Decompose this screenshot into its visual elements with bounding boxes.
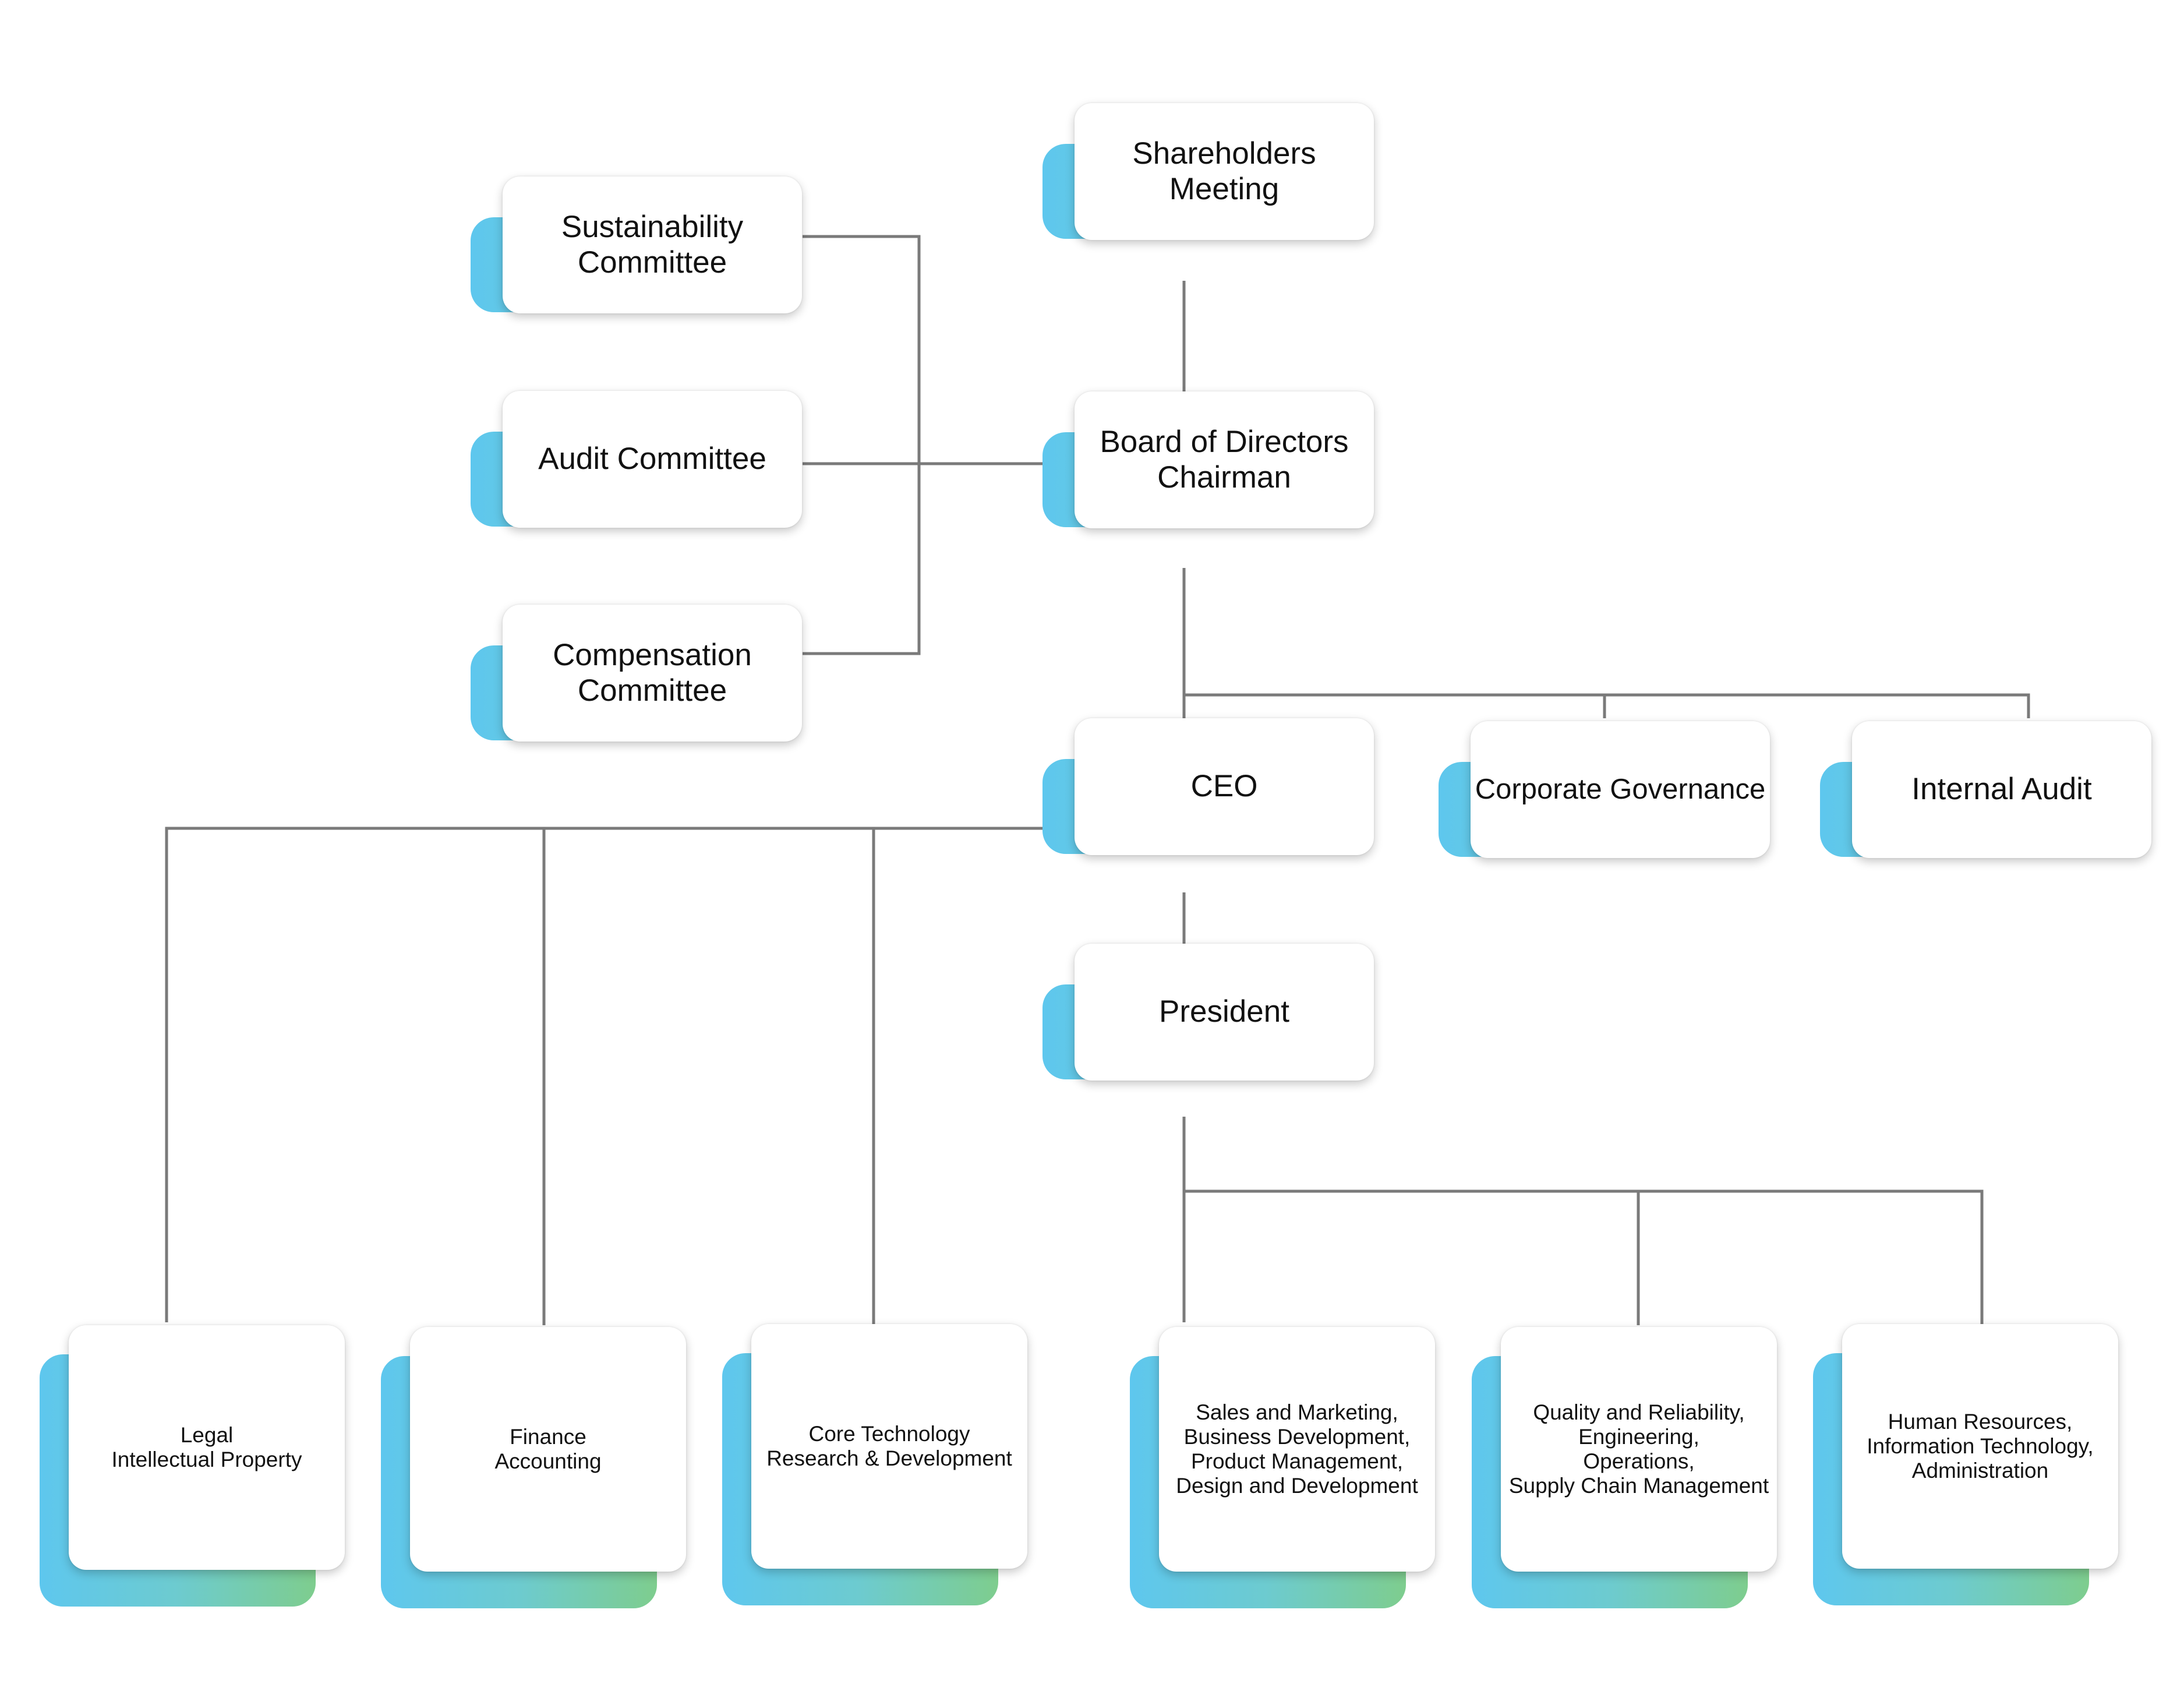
- board-label: Board of Directors Chairman: [1075, 391, 1374, 528]
- core-technology-label: Core Technology Research & Development: [751, 1324, 1027, 1569]
- line-committees: [803, 235, 1042, 655]
- compensation-committee-label: Compensation Committee: [503, 605, 802, 742]
- shareholders-label: Shareholders Meeting: [1075, 103, 1374, 240]
- internal-audit-label: Internal Audit: [1852, 721, 2151, 858]
- line-ceo-left: [165, 827, 1042, 1325]
- audit-committee-label: Audit Committee: [503, 391, 802, 528]
- human-resources-label: Human Resources, Information Technology,…: [1842, 1324, 2118, 1569]
- sustainability-committee-label: Sustainability Committee: [503, 176, 802, 313]
- finance-label: Finance Accounting: [410, 1327, 686, 1572]
- corporate-governance-label: Corporate Governance: [1471, 721, 1770, 858]
- quality-label: Quality and Reliability, Engineering, Op…: [1501, 1327, 1777, 1572]
- sales-label: Sales and Marketing, Business Developmen…: [1159, 1327, 1435, 1572]
- legal-label: Legal Intellectual Property: [69, 1325, 345, 1570]
- line-board-branches: [1184, 693, 2030, 718]
- line-president-branches: [1184, 1189, 1984, 1325]
- ceo-label: CEO: [1075, 718, 1374, 855]
- president-label: President: [1075, 944, 1374, 1081]
